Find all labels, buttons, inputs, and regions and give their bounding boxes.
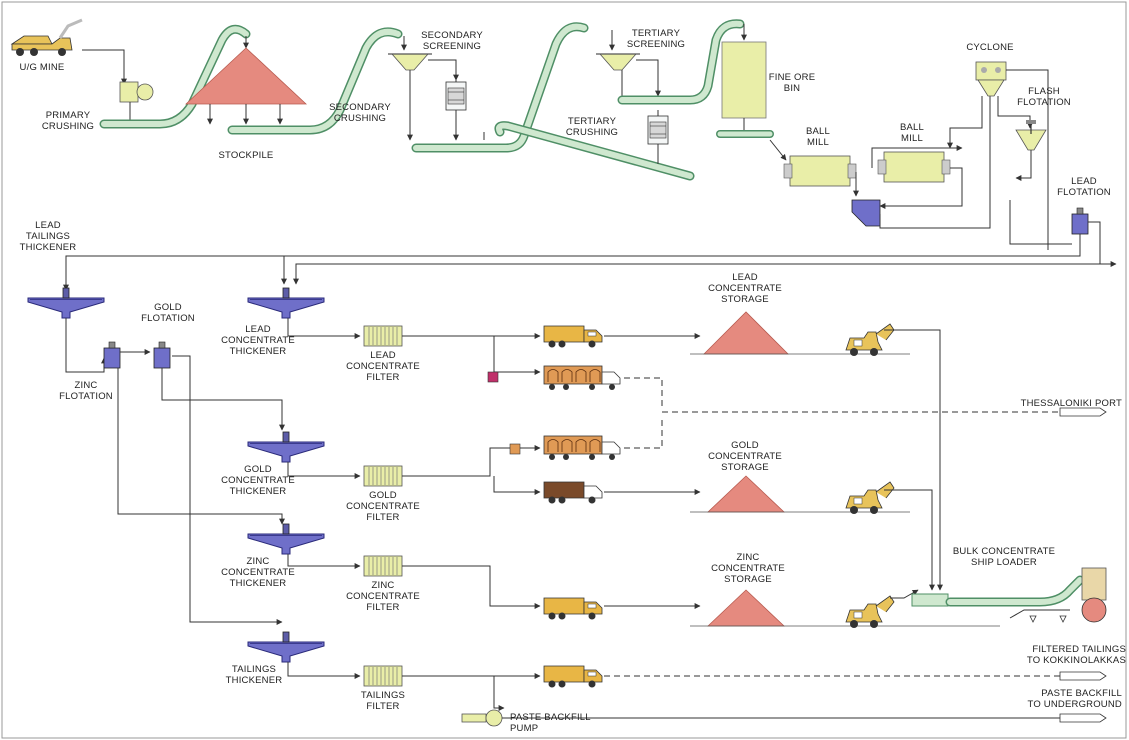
dump-truck-icon	[543, 481, 603, 504]
rail-car-icon	[543, 435, 621, 461]
thickener-icon	[247, 631, 325, 663]
arrow-out-icon	[1059, 671, 1107, 681]
paste-backfill-underground-label: PASTE BACKFILL TO UNDERGROUND	[1027, 688, 1122, 710]
zinc-concentrate-thickener-label: ZINC CONCENTRATE THICKENER	[221, 556, 295, 589]
dump-truck-icon	[543, 597, 603, 620]
filter-icon	[363, 665, 403, 687]
flash-flotation-label: FLASH FLOTATION	[1017, 86, 1071, 108]
thickener-icon	[247, 287, 325, 319]
tailings-filter-label: TAILINGS FILTER	[360, 690, 406, 712]
cone-crusher-icon	[647, 109, 669, 151]
ball-mill-icon	[877, 151, 951, 183]
gold-concentrate-filter-label: GOLD CONCENTRATE FILTER	[346, 490, 420, 523]
fine-ore-bin-label: FINE ORE BIN	[768, 72, 816, 94]
filter-icon	[363, 325, 403, 347]
hydrocyclone-icon	[975, 61, 1007, 97]
tertiary-screening-label: TERTIARY SCREENING	[626, 28, 686, 50]
cone-crusher-icon	[445, 75, 467, 117]
lead-concentrate-filter-label: LEAD CONCENTRATE FILTER	[346, 350, 420, 383]
sampler-icon	[487, 371, 499, 383]
fine-ore-conveyor	[617, 19, 745, 105]
ship-loader-icon	[911, 567, 1107, 623]
flotation-cell-icon	[153, 341, 171, 369]
ball-mill-2-label: BALL MILL	[899, 122, 925, 144]
pump-icon	[461, 709, 503, 727]
screen-icon	[596, 53, 640, 71]
lead-flotation-label: LEAD FLOTATION	[1057, 176, 1111, 198]
gold-concentrate-storage-label: GOLD CONCENTRATE STORAGE	[708, 440, 782, 473]
front-loader-icon	[845, 323, 895, 357]
thickener-icon	[27, 287, 105, 319]
paste-backfill-pump-label: PASTE BACKFILL PUMP	[510, 712, 591, 734]
crusher-icon	[119, 81, 154, 103]
zinc-flotation-label: ZINC FLOTATION	[59, 380, 113, 402]
sampler-icon	[509, 443, 521, 455]
gold-concentrate-thickener-label: GOLD CONCENTRATE THICKENER	[221, 464, 295, 497]
stockpile-icon	[706, 475, 786, 513]
dump-truck-icon	[543, 325, 603, 348]
filtered-tailings-label: FILTERED TAILINGS TO KOKKINOLAKKAS	[1026, 644, 1126, 666]
filter-icon	[363, 555, 403, 577]
thessaloniki-port-label: THESSALONIKI PORT	[1020, 398, 1122, 409]
arrow-out-icon	[1059, 407, 1107, 417]
secondary-conveyor	[227, 27, 403, 135]
screening-conveyor	[411, 22, 589, 153]
thickener-icon	[247, 431, 325, 463]
sump-icon	[851, 199, 881, 227]
screen-icon	[388, 53, 432, 71]
thickener-icon	[247, 523, 325, 555]
rail-car-icon	[543, 365, 621, 391]
filter-icon	[363, 465, 403, 487]
secondary-screening-label: SECONDARY SCREENING	[421, 30, 483, 52]
lead-concentrate-storage-label: LEAD CONCENTRATE STORAGE	[708, 272, 782, 305]
secondary-crushing-label: SECONDARY CRUSHING	[329, 102, 391, 124]
cyclone-label: CYCLONE	[966, 42, 1014, 53]
dump-truck-icon	[543, 665, 603, 688]
front-loader-icon	[845, 481, 895, 515]
stockpile-label: STOCKPILE	[218, 150, 274, 161]
mine-truck-icon	[10, 18, 83, 56]
lead-tailings-thickener-label: LEAD TAILINGS THICKENER	[19, 220, 77, 253]
zinc-concentrate-storage-label: ZINC CONCENTRATE STORAGE	[711, 552, 785, 585]
front-loader-icon	[845, 595, 895, 629]
flotation-cell-icon	[103, 341, 121, 369]
gold-flotation-label: GOLD FLOTATION	[141, 302, 195, 324]
lead-concentrate-thickener-label: LEAD CONCENTRATE THICKENER	[221, 324, 295, 357]
primary-crushing-label: PRIMARY CRUSHING	[41, 110, 95, 132]
zinc-concentrate-filter-label: ZINC CONCENTRATE FILTER	[346, 580, 420, 613]
ug-mine-label: U/G MINE	[19, 62, 65, 73]
arrow-out-icon	[1059, 713, 1107, 723]
recycle-conveyor	[494, 121, 695, 181]
bulk-concentrate-ship-loader-label: BULK CONCENTRATE SHIP LOADER	[952, 546, 1056, 568]
stockpile-icon	[703, 311, 789, 355]
ore-bin-icon	[721, 41, 767, 119]
stockpile-icon	[706, 589, 786, 627]
tailings-thickener-label: TAILINGS THICKENER	[225, 664, 283, 686]
flotation-cell-icon	[1015, 120, 1047, 151]
flotation-cell-icon	[1071, 207, 1089, 235]
ball-mill-icon	[783, 155, 857, 187]
tertiary-crushing-label: TERTIARY CRUSHING	[565, 116, 619, 138]
ball-mill-1-label: BALL MILL	[805, 126, 831, 148]
